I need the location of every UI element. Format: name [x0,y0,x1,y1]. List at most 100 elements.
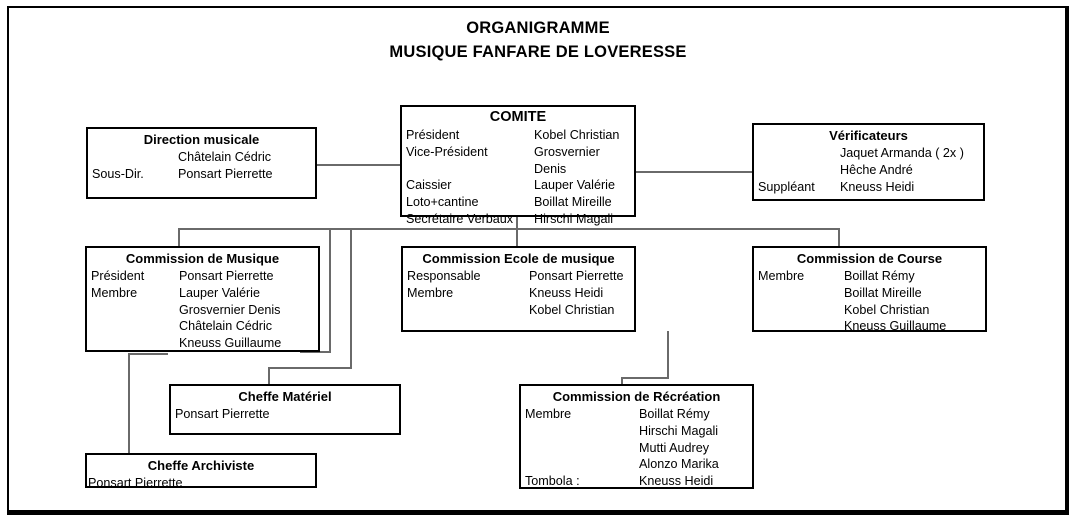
role-label: Président [91,269,145,283]
person-name: Mutti Audrey [639,440,709,455]
box-comite-heading: COMITE [489,109,547,125]
role-label [521,423,639,440]
connector-direction-to-comite [316,164,401,166]
person-name: Boillat Rémy [844,269,915,283]
role-label [87,302,179,319]
role-label [754,145,840,162]
table-row: Caissier Lauper Valérie [402,177,634,194]
person-name: Kneuss Heidi [639,474,714,489]
box-commission-musique[interactable]: Commission de Musique Président Ponsart … [85,246,320,352]
role-label [403,302,529,319]
box-commission-ecole-heading: Commission Ecole de musique [422,251,615,266]
person-name: Hirschi Magali [639,423,719,438]
box-direction-musicale-rows: Châtelain Cédric Sous-Dir. Ponsart Pierr… [88,147,315,183]
table-row: Alonzo Marika [521,456,752,473]
table-row: Président Kobel Christian [402,127,634,144]
box-direction-musicale[interactable]: Direction musicale Châtelain Cédric Sous… [86,127,317,199]
box-cheffe-archiviste-rows: Ponsart Pierrette [87,473,315,492]
person-name: Kobel Christian [529,302,615,317]
person-name: Lauper Valérie [534,178,615,193]
box-commission-course[interactable]: Commission de Course Membre Boillat Rémy… [752,246,987,335]
table-row: Secrétaire Verbaux Hirschi Magali [402,211,634,228]
role-label: Sous-Dir. [92,166,144,181]
table-row: Président Ponsart Pierrette [87,268,318,285]
role-label: Tombola : [525,474,580,489]
box-commission-course-heading: Commission de Course [796,251,943,266]
table-row: Ponsart Pierrette [171,406,399,423]
box-commission-musique-rows: Président Ponsart Pierrette Membre Laupe… [87,266,318,352]
person-name: Kneuss Guillaume [844,319,947,334]
box-commission-course-rows: Membre Boillat Rémy Boillat Mireille Kob… [754,266,985,335]
role-label: Membre [407,285,454,300]
table-row: Mutti Audrey [521,440,752,457]
role-label [754,318,844,335]
person-name: Ponsart Pierrette [175,407,270,421]
table-row: Hêche André [754,162,983,179]
box-commission-recreation[interactable]: Commission de Récréation Membre Boillat … [519,384,754,489]
table-row: Loto+cantine Boillat Mireille [402,194,634,211]
table-row: Châtelain Cédric [87,318,318,335]
connector-materiel-drop [268,367,270,385]
role-label: Secrétaire Verbaux [406,211,514,226]
person-name: Boillat Mireille [844,285,922,300]
box-cheffe-materiel[interactable]: Cheffe Matériel Ponsart Pierrette [169,384,401,435]
box-direction-musicale-heading: Direction musicale [143,132,260,147]
connector-bus-to-commission-course [838,228,840,247]
role-label [87,318,179,335]
person-name: Kneuss Heidi [529,285,604,300]
table-row: Boillat Mireille [754,285,985,302]
table-row: Vice-Président Grosvernier Denis [402,144,634,178]
table-row: Membre Kneuss Heidi [403,285,634,302]
table-row: Membre Boillat Rémy [754,268,985,285]
box-verificateurs-rows: Jaquet Armanda ( 2x ) Hêche André Supplé… [754,143,983,195]
role-label: Loto+cantine [406,195,479,210]
person-name: Grosvernier Denis [179,302,281,317]
connector-musique-side-riser [329,228,331,353]
role-label: Membre [758,269,805,283]
table-row: Grosvernier Denis [87,302,318,319]
box-cheffe-archiviste[interactable]: Cheffe Archiviste Ponsart Pierrette [85,453,317,490]
table-row: Responsable Ponsart Pierrette [403,268,634,285]
table-row: Membre Boillat Rémy [521,406,752,423]
page-border-bottom-shadow [7,512,1069,515]
connector-materiel-riser [350,228,352,369]
box-cheffe-archiviste-heading: Cheffe Archiviste [147,458,255,473]
box-comite[interactable]: COMITE Président Kobel Christian Vice-Pr… [400,105,636,226]
person-name: Alonzo Marika [639,457,719,472]
person-name: Kneuss Guillaume [179,336,282,351]
person-name: Châtelain Cédric [179,319,273,334]
role-label [754,285,844,302]
connector-bus-to-commission-ecole [516,228,518,247]
table-row: Jaquet Armanda ( 2x ) [754,145,983,162]
role-label: Membre [91,285,138,300]
person-name: Hirschi Magali [534,211,614,226]
person-name: Grosvernier Denis [534,144,600,176]
box-verificateurs[interactable]: Vérificateurs Jaquet Armanda ( 2x ) Hêch… [752,123,985,201]
person-name: Ponsart Pierrette [529,269,624,283]
box-verificateurs-heading: Vérificateurs [829,128,908,143]
connector-comite-drop [516,216,518,229]
role-label [521,456,639,473]
box-commission-recreation-rows: Membre Boillat Rémy Hirschi Magali Mutti… [521,404,752,490]
connector-main-bus [178,228,839,230]
table-row: Kobel Christian [403,302,634,319]
box-commission-recreation-heading: Commission de Récréation [552,389,721,404]
table-row: Tombola : Kneuss Heidi [521,473,752,490]
person-name: Jaquet Armanda ( 2x ) [840,146,964,160]
chart-title-line1: ORGANIGRAMME [466,19,610,37]
connector-comite-to-verificateurs [636,171,753,173]
table-row: Membre Lauper Valérie [87,285,318,302]
person-name: Ponsart Pierrette [179,269,274,283]
role-label [754,162,840,179]
connector-ecole-to-recreation-horizontal [621,377,669,379]
box-commission-ecole[interactable]: Commission Ecole de musique Responsable … [401,246,636,332]
box-comite-rows: Président Kobel Christian Vice-Président… [402,125,634,228]
chart-title-line2: MUSIQUE FANFARE DE LOVERESSE [389,43,687,61]
person-name: Kobel Christian [534,128,620,142]
person-name: Boillat Mireille [534,195,612,210]
box-commission-musique-heading: Commission de Musique [125,251,280,266]
connector-bus-to-commission-musique [178,228,180,247]
connector-materiel-horizontal [268,367,352,369]
box-cheffe-materiel-rows: Ponsart Pierrette [171,404,399,423]
